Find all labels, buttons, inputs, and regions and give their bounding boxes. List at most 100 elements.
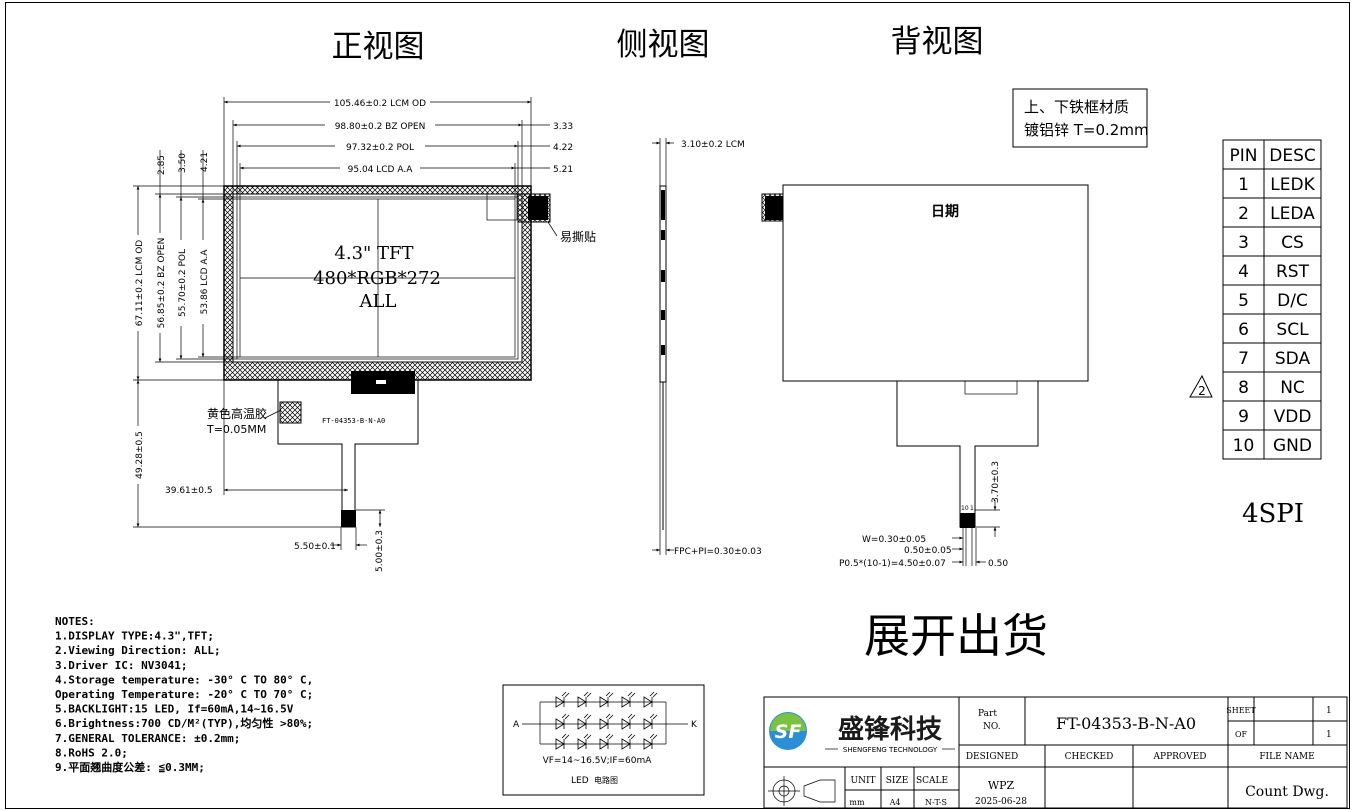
revision-mark: 2	[1198, 384, 1206, 398]
approved-label: APPROVED	[1153, 752, 1207, 762]
company-name-cn: 盛锋科技	[838, 714, 942, 745]
file-name-label: FILE NAME	[1259, 752, 1314, 762]
note-line: Operating Temperature: -20° C TO 70° C;	[55, 688, 313, 701]
back-view-title: 背视图	[891, 24, 984, 60]
pin-table-desc: SDA	[1275, 349, 1311, 369]
part-label-2: NO.	[983, 722, 1001, 732]
pin-table-desc: SCL	[1276, 320, 1309, 340]
pol-outline	[236, 196, 519, 360]
pin-table-number: 7	[1238, 349, 1249, 369]
led-diode-icon	[621, 713, 636, 730]
led-diode-icon	[643, 691, 658, 708]
led-caption: LED	[571, 776, 589, 786]
front-view-title: 正视图	[332, 29, 425, 65]
unit-label: UNIT	[850, 776, 875, 786]
size-label: SIZE	[886, 776, 909, 786]
front-view: 易撕贴 4.3" TFT 480*RGB*272 ALL FT-04353-B-…	[130, 96, 596, 572]
unit-value: mm	[849, 798, 865, 807]
pin-table-desc: LEDA	[1270, 204, 1315, 224]
tape-thickness: T=0.05MM	[206, 423, 266, 436]
led-diode-icon	[621, 733, 636, 750]
dim-pin-end: 0.50	[988, 559, 1008, 569]
peel-sticker-outline	[486, 193, 518, 221]
led-diode-icon	[599, 733, 614, 750]
dim-bz-open: 98.80±0.2 BZ OPEN	[335, 122, 426, 132]
of-number: 1	[1326, 730, 1332, 740]
note-line: 2.Viewing Direction: ALL;	[55, 644, 221, 657]
frame-note-line1: 上、下铁框材质	[1024, 98, 1129, 116]
led-cathode-label: K	[691, 720, 698, 730]
dim-lcd-aa: 95.04 LCD A.A	[348, 165, 414, 175]
scale-label: SCALE	[916, 776, 948, 786]
pin-10-mark: 10	[961, 505, 969, 512]
led-diode-icon	[621, 691, 636, 708]
dim-right-1: 3.33	[553, 122, 573, 132]
led-circuit-frame	[502, 684, 705, 796]
frame-note-box	[1012, 88, 1148, 148]
designer-name: WPZ	[988, 779, 1015, 792]
side-view-title: 侧视图	[617, 27, 710, 63]
pin-table-number: PIN	[1230, 146, 1258, 166]
pin-table-number: 4	[1238, 262, 1249, 282]
peel-tab-fill	[528, 196, 548, 220]
shipping-label: 展开出货	[864, 609, 1048, 663]
dim-right-2: 4.22	[553, 143, 573, 153]
interface-label: 4SPI	[1242, 499, 1304, 529]
dim-pol: 97.32±0.2 POL	[346, 143, 414, 153]
side-view: 3.10±0.2 LCM FPC+PI=0.30±0.03	[652, 138, 762, 557]
back-view: 上、下铁框材质 镀铝锌 T=0.2mm 日期 10 1 3.70±0.3 W=0…	[761, 88, 1149, 569]
pin-table-desc: GND	[1273, 436, 1312, 456]
led-spec: VF=14~16.5V;IF=60mA	[543, 756, 653, 766]
tape-label: 黄色高温胶	[207, 406, 267, 421]
led-anode-label: A	[513, 720, 520, 730]
led-diode-icon	[577, 733, 592, 750]
pin-table-number: 1	[1238, 175, 1249, 195]
title-block: SF 盛锋科技 SHENGFENG TECHNOLOGY Part NO. FT…	[763, 696, 1348, 809]
checked-label: CHECKED	[1065, 752, 1114, 762]
high-temp-tape	[279, 401, 302, 424]
screen-size-text: 4.3" TFT	[334, 243, 413, 264]
led-diode-icon	[599, 713, 614, 730]
dim-fpc-offset: 39.61±0.5	[165, 486, 213, 496]
dim-tail: 3.70±0.3	[991, 461, 1001, 503]
dim-v-lcm-od: 67.11±0.2 LCM OD	[135, 240, 145, 326]
part-label-1: Part	[978, 709, 997, 719]
pin-table-number: 5	[1238, 291, 1249, 311]
pin-table-desc: CS	[1281, 233, 1304, 253]
pin-table-desc: D/C	[1277, 291, 1308, 311]
sheet-label: SHEET	[1226, 706, 1256, 715]
pin-table-number: 6	[1238, 320, 1249, 340]
pin-1-mark: 1	[970, 505, 974, 512]
pin-table-desc: RST	[1276, 262, 1310, 282]
dim-v-lcd-aa: 53.86 LCD A.A	[200, 249, 210, 315]
note-line: 8.RoHS 2.0;	[55, 746, 128, 759]
scale-value: N-T-S	[925, 798, 947, 807]
led-diode-icon	[555, 713, 570, 730]
dim-top-1: 2.85	[157, 155, 167, 175]
note-line: 3.Driver IC: NV3041;	[55, 659, 187, 672]
back-lcm-outline	[782, 184, 1089, 382]
pin-table-number: 8	[1238, 378, 1249, 398]
led-diode-icon	[577, 691, 592, 708]
led-caption-cn: 电路图	[594, 775, 618, 785]
pin-table-number: 2	[1238, 204, 1249, 224]
company-name-en: SHENGFENG TECHNOLOGY	[843, 746, 938, 754]
pin-table-number: 3	[1238, 233, 1249, 253]
design-date: 2025-06-28	[975, 797, 1027, 807]
led-diode-icon	[643, 733, 658, 750]
logo-letters: SF	[775, 721, 802, 743]
dim-lcm-od: 105.46±0.2 LCM OD	[334, 99, 426, 109]
dim-fpc-height: 5.00±0.3	[375, 530, 385, 572]
notes-block: NOTES:1.DISPLAY TYPE:4.3",TFT;2.Viewing …	[55, 615, 313, 774]
note-line: 1.DISPLAY TYPE:4.3",TFT;	[55, 630, 214, 643]
note-line: 5.BACKLIGHT:15 LED, If=60mA,14~16.5V	[55, 703, 294, 716]
dim-pin-pitch: P0.5*(10-1)=4.50±0.07	[839, 559, 946, 569]
led-circuit: A K VF=14~16.5V;IF=60mA LED 电路图	[502, 684, 705, 796]
pin-table-number: 10	[1233, 436, 1255, 456]
note-line: 9.平面翘曲度公差: ≦0.3MM;	[55, 760, 205, 774]
note-line: 6.Brightness:700 CD/M²(TYP),均匀性 >80%;	[55, 716, 313, 730]
dim-right-3: 5.21	[553, 165, 573, 175]
sheet-number: 1	[1326, 706, 1332, 716]
